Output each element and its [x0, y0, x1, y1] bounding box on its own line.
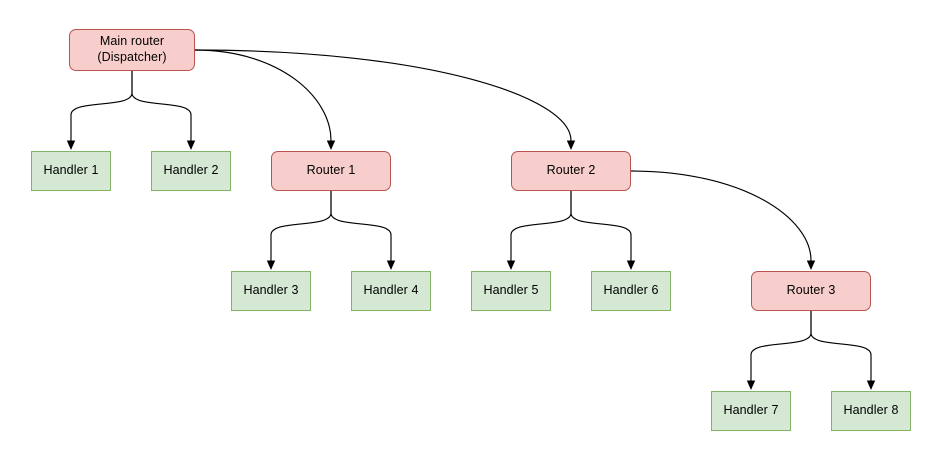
edge-main-router-to-router-1: [194, 49, 332, 142]
node-label-router-2: Router 2: [546, 163, 596, 178]
node-router-3[interactable]: Router 3: [751, 271, 871, 311]
edge-main-router-to-handler-1: [70, 70, 133, 142]
arrowhead-router-2-to-router-3: [806, 260, 816, 270]
node-label-router-3: Router 3: [786, 283, 836, 298]
edge-router-2-to-router-3: [630, 170, 812, 262]
node-label-handler-3: Handler 3: [243, 283, 299, 298]
edge-router-1-to-handler-4: [330, 190, 392, 262]
node-label-handler-1: Handler 1: [43, 163, 99, 178]
node-label-main-router: Main router (Dispatcher): [97, 34, 167, 64]
node-handler-3[interactable]: Handler 3: [231, 271, 311, 311]
node-handler-1[interactable]: Handler 1: [31, 151, 111, 191]
arrowhead-main-router-to-router-2: [566, 140, 576, 150]
edge-router-3-to-handler-8: [810, 310, 872, 382]
edge-main-router-to-router-2: [194, 49, 572, 142]
node-label-handler-2: Handler 2: [163, 163, 219, 178]
arrowhead-main-router-to-handler-1: [66, 140, 76, 150]
edge-router-3-to-handler-7: [750, 310, 812, 382]
edge-router-2-to-handler-5: [510, 190, 572, 262]
node-label-handler-5: Handler 5: [483, 283, 539, 298]
edge-router-2-to-handler-6: [570, 190, 632, 262]
edge-main-router-to-handler-2: [131, 70, 192, 142]
arrowhead-router-3-to-handler-7: [746, 380, 756, 390]
node-router-2[interactable]: Router 2: [511, 151, 631, 191]
node-label-router-1: Router 1: [306, 163, 356, 178]
node-router-1[interactable]: Router 1: [271, 151, 391, 191]
node-handler-7[interactable]: Handler 7: [711, 391, 791, 431]
node-label-handler-7: Handler 7: [723, 403, 779, 418]
node-handler-4[interactable]: Handler 4: [351, 271, 431, 311]
arrowhead-main-router-to-router-1: [326, 140, 336, 150]
node-label-handler-6: Handler 6: [603, 283, 659, 298]
arrowhead-router-2-to-handler-6: [626, 260, 636, 270]
arrowhead-router-1-to-handler-3: [266, 260, 276, 270]
node-label-handler-8: Handler 8: [843, 403, 899, 418]
node-handler-8[interactable]: Handler 8: [831, 391, 911, 431]
arrowhead-router-2-to-handler-5: [506, 260, 516, 270]
arrowhead-main-router-to-handler-2: [186, 140, 196, 150]
node-label-handler-4: Handler 4: [363, 283, 419, 298]
node-handler-6[interactable]: Handler 6: [591, 271, 671, 311]
node-handler-5[interactable]: Handler 5: [471, 271, 551, 311]
edge-router-1-to-handler-3: [270, 190, 332, 262]
arrowhead-router-1-to-handler-4: [386, 260, 396, 270]
arrowhead-router-3-to-handler-8: [866, 380, 876, 390]
node-main-router[interactable]: Main router (Dispatcher): [69, 29, 195, 71]
node-handler-2[interactable]: Handler 2: [151, 151, 231, 191]
